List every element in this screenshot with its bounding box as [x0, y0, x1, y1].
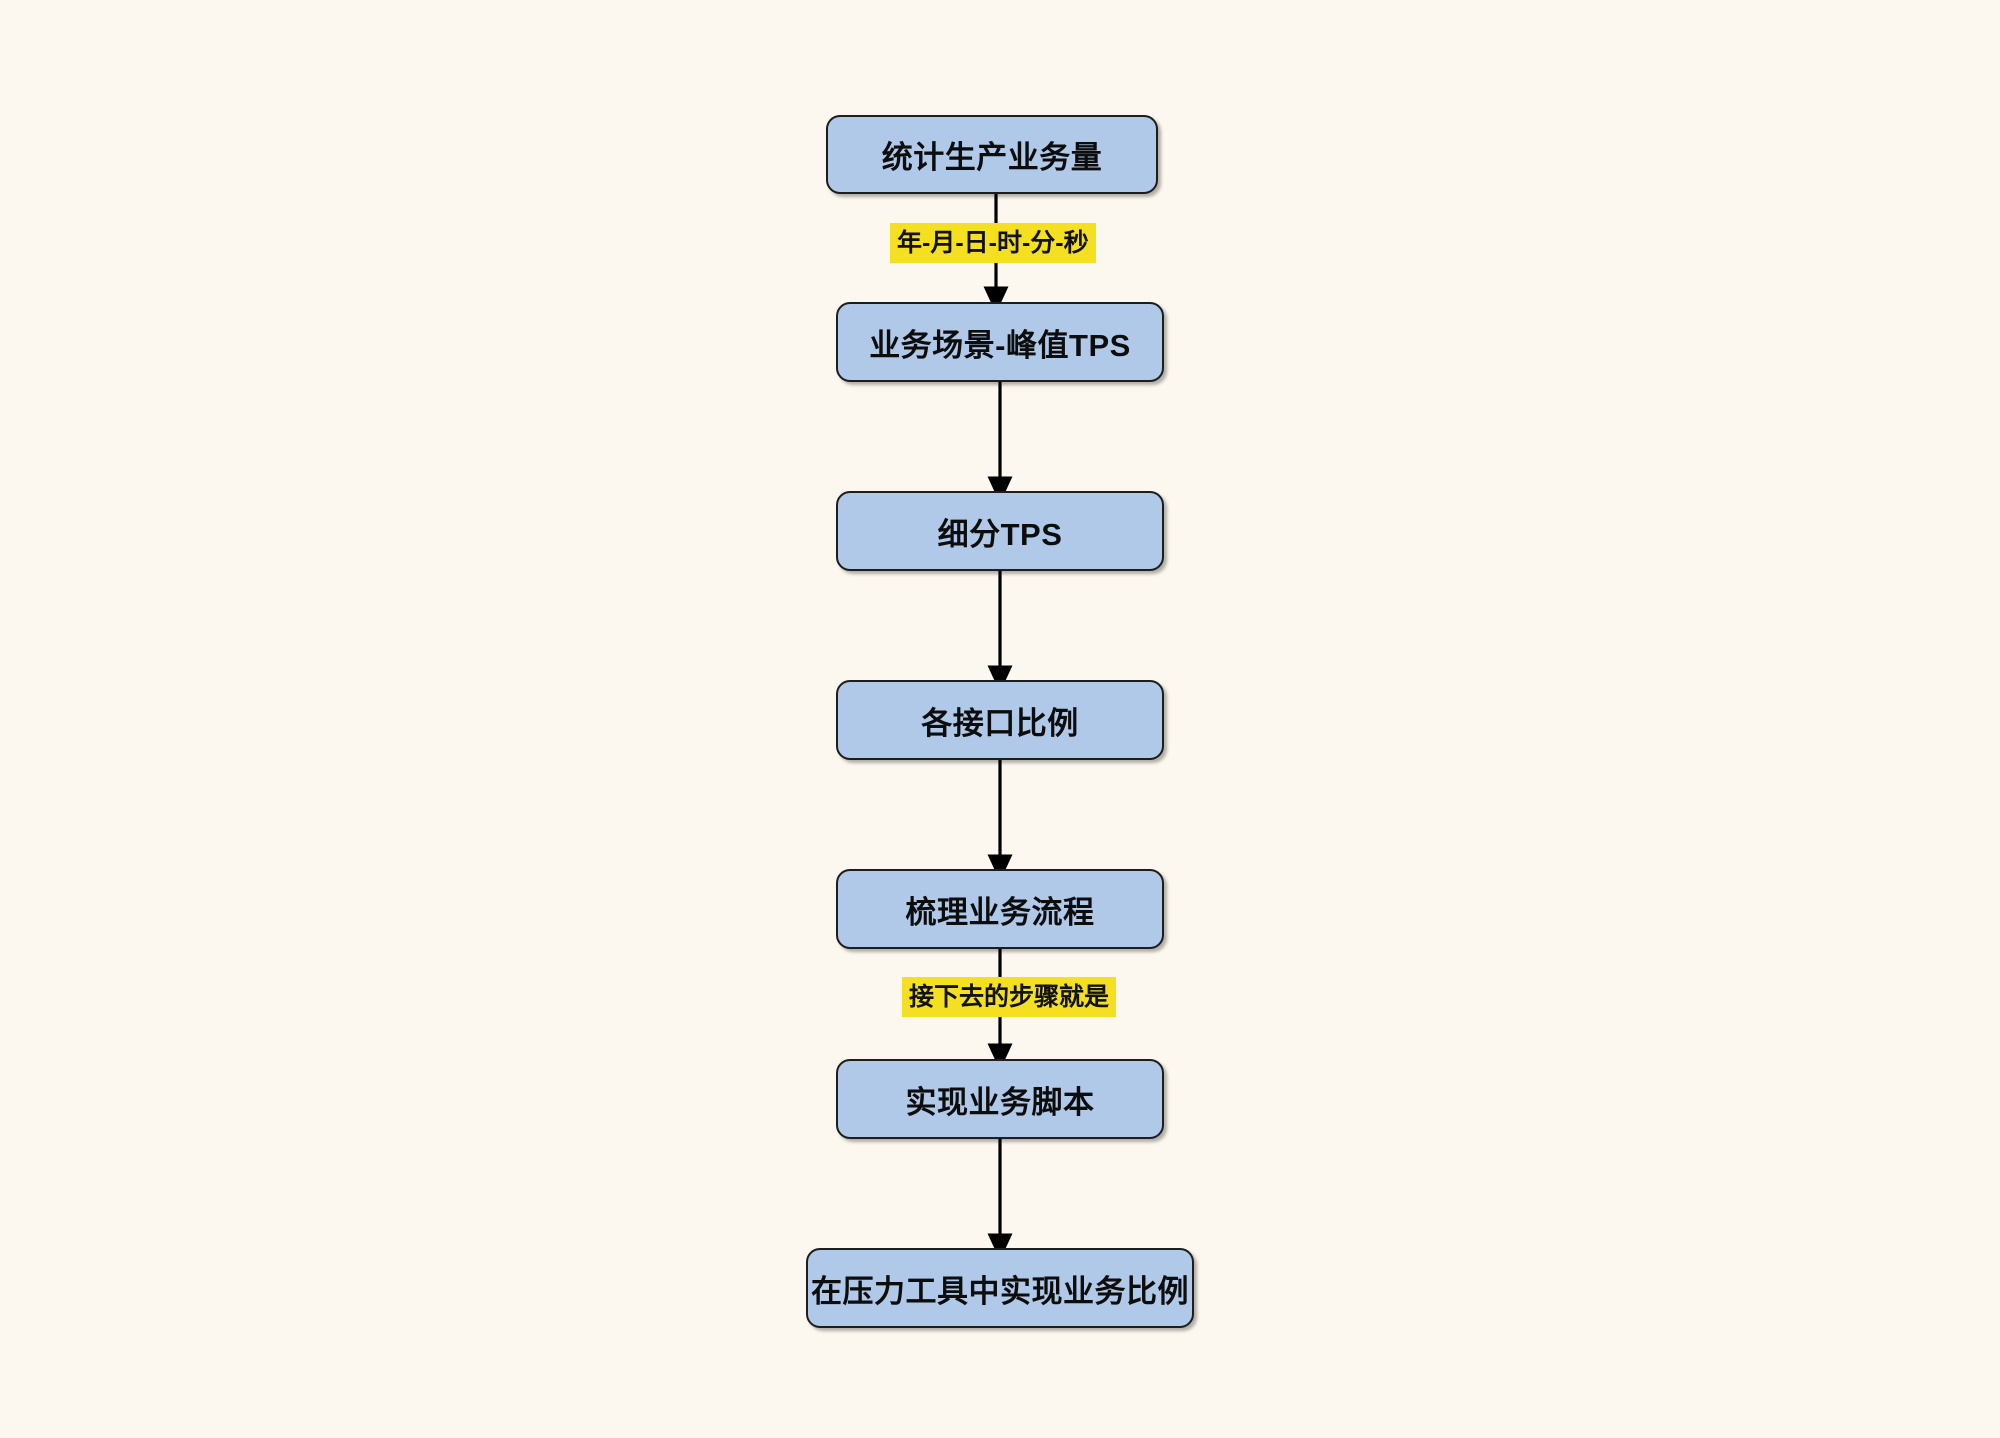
node-label: 统计生产业务量: [881, 140, 1103, 175]
node-label: 在压力工具中实现业务比例: [811, 1273, 1189, 1309]
node-shuli-yewu-liucheng[interactable]: 梳理业务流程: [836, 869, 1164, 949]
node-label: 业务场景-峰值TPS: [869, 327, 1131, 363]
node-label: 细分TPS: [937, 516, 1063, 552]
node-tongji-shengchan-yewuliang[interactable]: 统计生产业务量: [826, 115, 1158, 194]
node-gejiekou-bili[interactable]: 各接口比例: [836, 680, 1164, 760]
node-label: 各接口比例: [921, 705, 1079, 741]
edge-label-jiexiaqu-de-buzhou-jiushi: 接下去的步骤就是: [902, 977, 1117, 1017]
edge-label-text: 年-月-日-时-分-秒: [897, 229, 1089, 257]
node-label: 实现业务脚本: [905, 1084, 1095, 1120]
node-zai-yali-gongju-zhong-shixian-yewu-bili[interactable]: 在压力工具中实现业务比例: [806, 1248, 1194, 1328]
node-shixian-yewu-jiaoben[interactable]: 实现业务脚本: [836, 1059, 1164, 1139]
node-xifen-tps[interactable]: 细分TPS: [836, 491, 1164, 571]
node-label: 梳理业务流程: [905, 894, 1095, 930]
edge-label-text: 接下去的步骤就是: [909, 983, 1110, 1011]
edge-label-nian-yue-ri-shi-fen-miao: 年-月-日-时-分-秒: [890, 223, 1096, 263]
node-yewu-changjing-fengzhi-tps[interactable]: 业务场景-峰值TPS: [836, 302, 1164, 382]
